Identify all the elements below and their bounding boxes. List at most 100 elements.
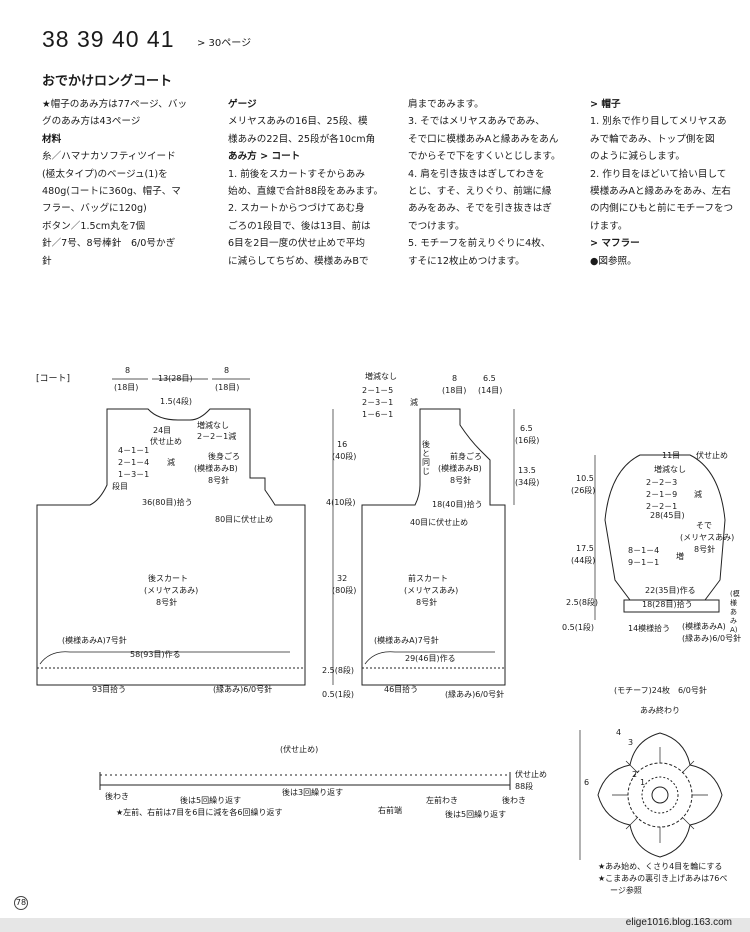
text-line: 5. モチーフを前えりぐりに4枚、 — [408, 238, 551, 250]
armhole-decrease: 減 — [167, 458, 175, 467]
text-column-gauge: ゲージ メリヤスあみの16目、25段、模 様あみの22目、25段が各10cm角 … — [228, 96, 383, 270]
sleeve-edge-hook: (縁あみ)6/0号針 — [682, 634, 742, 643]
back-skirt-name: 後スカート — [148, 574, 188, 583]
back-body-pattern: (模様あみB) — [194, 464, 238, 473]
chart-rows: 88段 — [515, 782, 534, 791]
back-skirt-stitch: (メリヤスあみ) — [144, 586, 199, 595]
sleeve-dim-25: 2.5(8段) — [566, 598, 599, 607]
back-top-center-width: 13(28目) — [158, 374, 193, 383]
text-line: に減らしてちぢめ、模様あみBで — [228, 255, 369, 267]
front-neck-rule-1: 2－1－5 — [362, 386, 394, 395]
text-line: フラー、バッグに120g) — [42, 203, 147, 215]
text-line: > 帽子 — [590, 99, 621, 110]
sleeve-inc-2: 9－1－1 — [628, 558, 660, 567]
front-skirt-stitch: (メリヤスあみ) — [404, 586, 459, 595]
armhole-rule-1: 4－1－1 — [118, 446, 150, 455]
front-edge-pattern: (模様あみA)7号針 — [374, 636, 439, 645]
front-cast-on: 29(46目)作る — [405, 654, 456, 663]
back-neck-depth: 1.5(4段) — [160, 397, 193, 406]
chart-bindoff: 伏せ止め — [515, 770, 547, 779]
back-neck-nochange: 増減なし — [197, 421, 229, 430]
sleeve-pattern-repeat: 14模様拾う — [628, 624, 671, 633]
front-skirt-name: 前スカート — [408, 574, 448, 583]
text-line: ごろの1段目で、後は13目、前は — [228, 220, 371, 232]
dim-4: 4(10段) — [326, 498, 356, 507]
front-top-stitches: (18目) — [442, 386, 467, 395]
sleeve-nochange: 増減なし — [654, 465, 686, 474]
sleeve-dim-105-rows: (26段) — [571, 486, 596, 495]
back-neck-stitches: 24目 — [153, 426, 172, 435]
dim-16-rows: (40段) — [332, 452, 357, 461]
text-line: とじ、すそ、えりぐり、前端に縁 — [408, 186, 552, 198]
chart-back-side-2: 後わき — [502, 796, 526, 805]
chart-repeat-5: 後は5回繰り返す — [180, 796, 242, 805]
sleeve-name: そで — [696, 521, 712, 530]
chart-title: (伏せ止め) — [280, 745, 319, 754]
front-pickup: 18(40目)拾う — [432, 500, 483, 509]
text-line: のように減らします。 — [590, 151, 685, 163]
chart-back-side: 後わき — [105, 792, 129, 801]
front-dim-135: 13.5 — [518, 466, 536, 475]
text-line: 材料 — [42, 133, 62, 145]
back-edge-pattern: (模様あみA)7号針 — [62, 636, 127, 645]
text-line: 4. 肩を引き抜きはぎしてわきを — [408, 168, 545, 180]
text-line: でつけます。 — [408, 220, 465, 232]
sleeve-pickup: 18(28目)拾う — [642, 600, 693, 609]
front-neck-rule-2: 2－3－1 — [362, 398, 394, 407]
sleeve-decrease: 減 — [694, 490, 702, 499]
front-bindoff: 40目に伏せ止め — [410, 518, 469, 527]
text-line: ●図参照。 — [590, 255, 637, 267]
text-line: 糸／ハマナカソフティツイード — [42, 151, 176, 163]
chart-repeat-5b: 後は5回繰り返す — [445, 810, 507, 819]
text-line: ゲージ — [228, 99, 257, 110]
text-line: 様あみの22目、25段が各10cm角 — [228, 133, 376, 145]
chart-note: ★左前、右前は7目を6目に減を各6回繰り返す — [116, 808, 283, 817]
motif-row-2: 2 — [632, 770, 638, 779]
front-neck-rule-3: 1－6－1 — [362, 410, 394, 419]
sleeve-top: 11目 — [662, 451, 681, 460]
text-line: 3. そではメリヤスあみであみ、 — [408, 116, 545, 128]
sleeve-inc-1: 8－1－4 — [628, 546, 660, 555]
front-pick-border: 46目拾う — [384, 685, 419, 694]
chart-repeat-3: 後は3回繰り返す — [282, 788, 344, 797]
back-top-right-stitches: (18目) — [215, 383, 240, 392]
motif-row-4: 4 — [616, 728, 622, 737]
front-skirt-needle: 8号針 — [416, 598, 438, 607]
back-top-left-stitches: (18目) — [114, 383, 139, 392]
front-body-needle: 8号針 — [450, 476, 472, 485]
back-skirt-needle: 8号針 — [156, 598, 178, 607]
motif-size: 6 — [584, 778, 590, 787]
sleeve-dim-175: 17.5 — [576, 544, 594, 553]
back-bindoff: 80目に伏せ止め — [215, 515, 274, 524]
sleeve-rule-3: 2－2－1 — [646, 502, 678, 511]
back-top-left-width: 8 — [125, 366, 131, 375]
chart-left-front: 左前わき — [426, 796, 458, 805]
text-column-hat: > 帽子 1. 別糸で作り目してメリヤスあ みで輪であみ、トップ側を図 のように… — [590, 96, 733, 270]
front-top-width-2: 6.5 — [483, 374, 496, 383]
text-column-materials: ★帽子のあみ方は77ページ、バッ グのあみ方は43ページ 材料 糸／ハマナカソフ… — [42, 96, 187, 270]
armhole-side: 段目 — [112, 482, 128, 491]
front-border: (縁あみ)6/0号針 — [445, 690, 505, 699]
page-numbers: 38 39 40 41 — [42, 26, 175, 52]
sleeve-cast-on: 22(35目)作る — [645, 586, 696, 595]
front-neck-decrease: 減 — [410, 398, 418, 407]
dim-05: 0.5(1段) — [322, 690, 355, 699]
sleeve-needle: 8号針 — [694, 545, 716, 554]
text-line: あみをあみ、そでを引き抜きはぎ — [408, 203, 552, 215]
sleeve-increase: 増 — [676, 552, 684, 561]
text-line: でからそで下をすくいとじします。 — [408, 151, 561, 163]
back-body-name: 後身ごろ — [208, 452, 240, 461]
armhole-rule-2: 2－1－4 — [118, 458, 150, 467]
sleeve-rule-2: 2－1－9 — [646, 490, 678, 499]
text-line: けます。 — [590, 220, 628, 232]
sleeve-width: 28(45目) — [650, 511, 685, 520]
dim-32-rows: (80段) — [332, 586, 357, 595]
front-top-width: 8 — [452, 374, 458, 383]
sleeve-dim-175-rows: (44段) — [571, 556, 596, 565]
text-line: すそに12枚止めつけます。 — [408, 255, 525, 267]
motif-end: あみ終わり — [640, 706, 680, 715]
text-line: グのあみ方は43ページ — [42, 116, 141, 128]
page-number: 78 — [14, 896, 28, 910]
front-dim-65-rows: (16段) — [515, 436, 540, 445]
front-dim-65: 6.5 — [520, 424, 533, 433]
